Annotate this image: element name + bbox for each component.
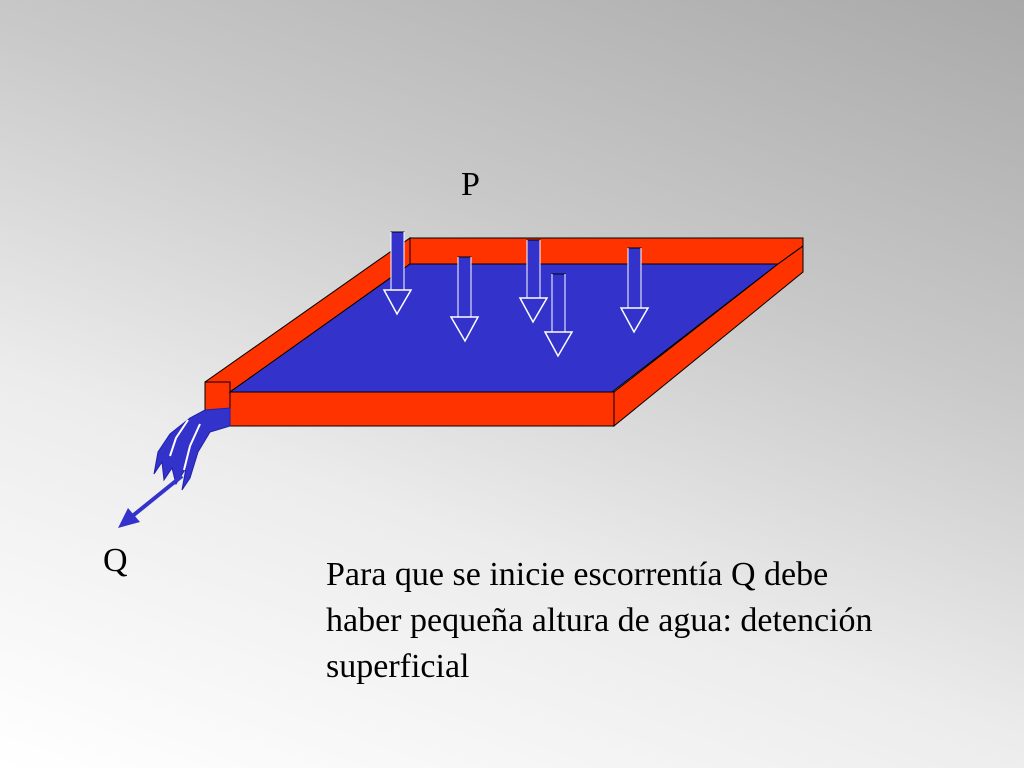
runoff-label: Q bbox=[103, 542, 128, 579]
runoff-arrow-icon bbox=[118, 474, 184, 528]
tray-front-rim bbox=[229, 391, 615, 427]
caption-line-1: Para que se inicie escorrentía Q debe bbox=[326, 556, 829, 593]
rain-arrow-3 bbox=[518, 239, 549, 324]
precipitation-label: P bbox=[461, 166, 480, 203]
rain-arrow-5 bbox=[619, 247, 650, 334]
caption-line-2: haber pequeña altura de agua: detención bbox=[326, 602, 873, 639]
rain-arrow-2 bbox=[449, 256, 480, 343]
rain-arrow-1 bbox=[382, 231, 413, 316]
caption-text: Para que se inicie escorrentía Q debe ha… bbox=[326, 552, 1006, 690]
tray-left-rim bbox=[204, 237, 411, 411]
tray-right-rim bbox=[613, 245, 804, 428]
rain-arrow-4 bbox=[543, 273, 574, 358]
runoff-flow bbox=[153, 407, 231, 491]
caption-line-3: superficial bbox=[326, 648, 470, 685]
